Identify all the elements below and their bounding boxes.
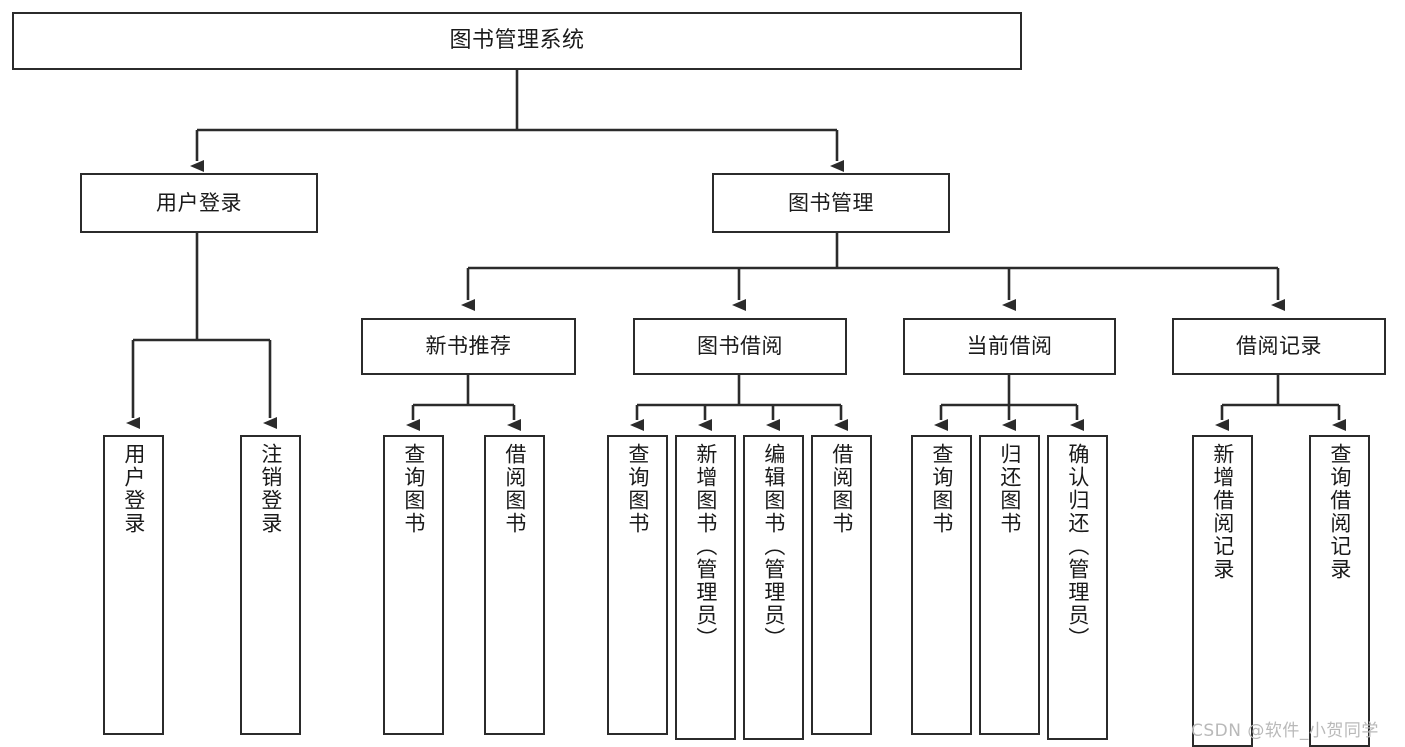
node-label: 图书借阅: [697, 334, 783, 359]
node-label: 注销登录: [258, 443, 283, 535]
leaf-user-login-logout[interactable]: 注销登录: [240, 435, 301, 735]
leaf-current-return-book[interactable]: 归还图书: [979, 435, 1040, 735]
node-label: 新增借阅记录: [1210, 443, 1235, 581]
node-label: 归还图书: [997, 443, 1022, 535]
node-label: 编辑图书（管理员）: [761, 443, 786, 650]
node-book-borrow[interactable]: 图书借阅: [633, 318, 847, 375]
node-label: 用户登录: [121, 443, 146, 535]
node-current-borrow[interactable]: 当前借阅: [903, 318, 1116, 375]
node-borrow-record[interactable]: 借阅记录: [1172, 318, 1386, 375]
node-label: 借阅图书: [502, 443, 527, 535]
csdn-watermark: CSDN @软件_小贺同学: [1191, 721, 1379, 741]
node-label: 借阅图书: [829, 443, 854, 535]
node-label: 查询借阅记录: [1327, 443, 1352, 581]
node-label: 确认归还（管理员）: [1065, 443, 1090, 650]
leaf-borrow-add-book-admin[interactable]: 新增图书（管理员）: [675, 435, 736, 740]
leaf-borrow-borrow-book[interactable]: 借阅图书: [811, 435, 872, 735]
leaf-recommend-borrow-book[interactable]: 借阅图书: [484, 435, 545, 735]
node-label: 新增图书（管理员）: [693, 443, 718, 650]
node-label: 新书推荐: [425, 334, 512, 359]
node-label: 查询图书: [401, 443, 426, 535]
node-label: 图书管理系统: [449, 28, 585, 54]
leaf-record-query-record[interactable]: 查询借阅记录: [1309, 435, 1370, 747]
leaf-current-query-book[interactable]: 查询图书: [911, 435, 972, 735]
node-label: 查询图书: [929, 443, 954, 535]
node-label: 借阅记录: [1236, 334, 1322, 359]
node-new-book-recommend[interactable]: 新书推荐: [361, 318, 576, 375]
leaf-record-add-record[interactable]: 新增借阅记录: [1192, 435, 1253, 747]
leaf-borrow-query-book[interactable]: 查询图书: [607, 435, 668, 735]
node-label: 当前借阅: [966, 334, 1053, 359]
node-label: 查询图书: [625, 443, 650, 535]
leaf-borrow-edit-book-admin[interactable]: 编辑图书（管理员）: [743, 435, 804, 740]
node-user-login[interactable]: 用户登录: [80, 173, 318, 233]
node-book-management[interactable]: 图书管理: [712, 173, 950, 233]
node-label: 用户登录: [156, 190, 242, 215]
leaf-recommend-query-book[interactable]: 查询图书: [383, 435, 444, 735]
leaf-current-confirm-return-admin[interactable]: 确认归还（管理员）: [1047, 435, 1108, 740]
leaf-user-login-login[interactable]: 用户登录: [103, 435, 164, 735]
node-label: 图书管理: [788, 190, 874, 215]
node-root-system[interactable]: 图书管理系统: [12, 12, 1022, 70]
